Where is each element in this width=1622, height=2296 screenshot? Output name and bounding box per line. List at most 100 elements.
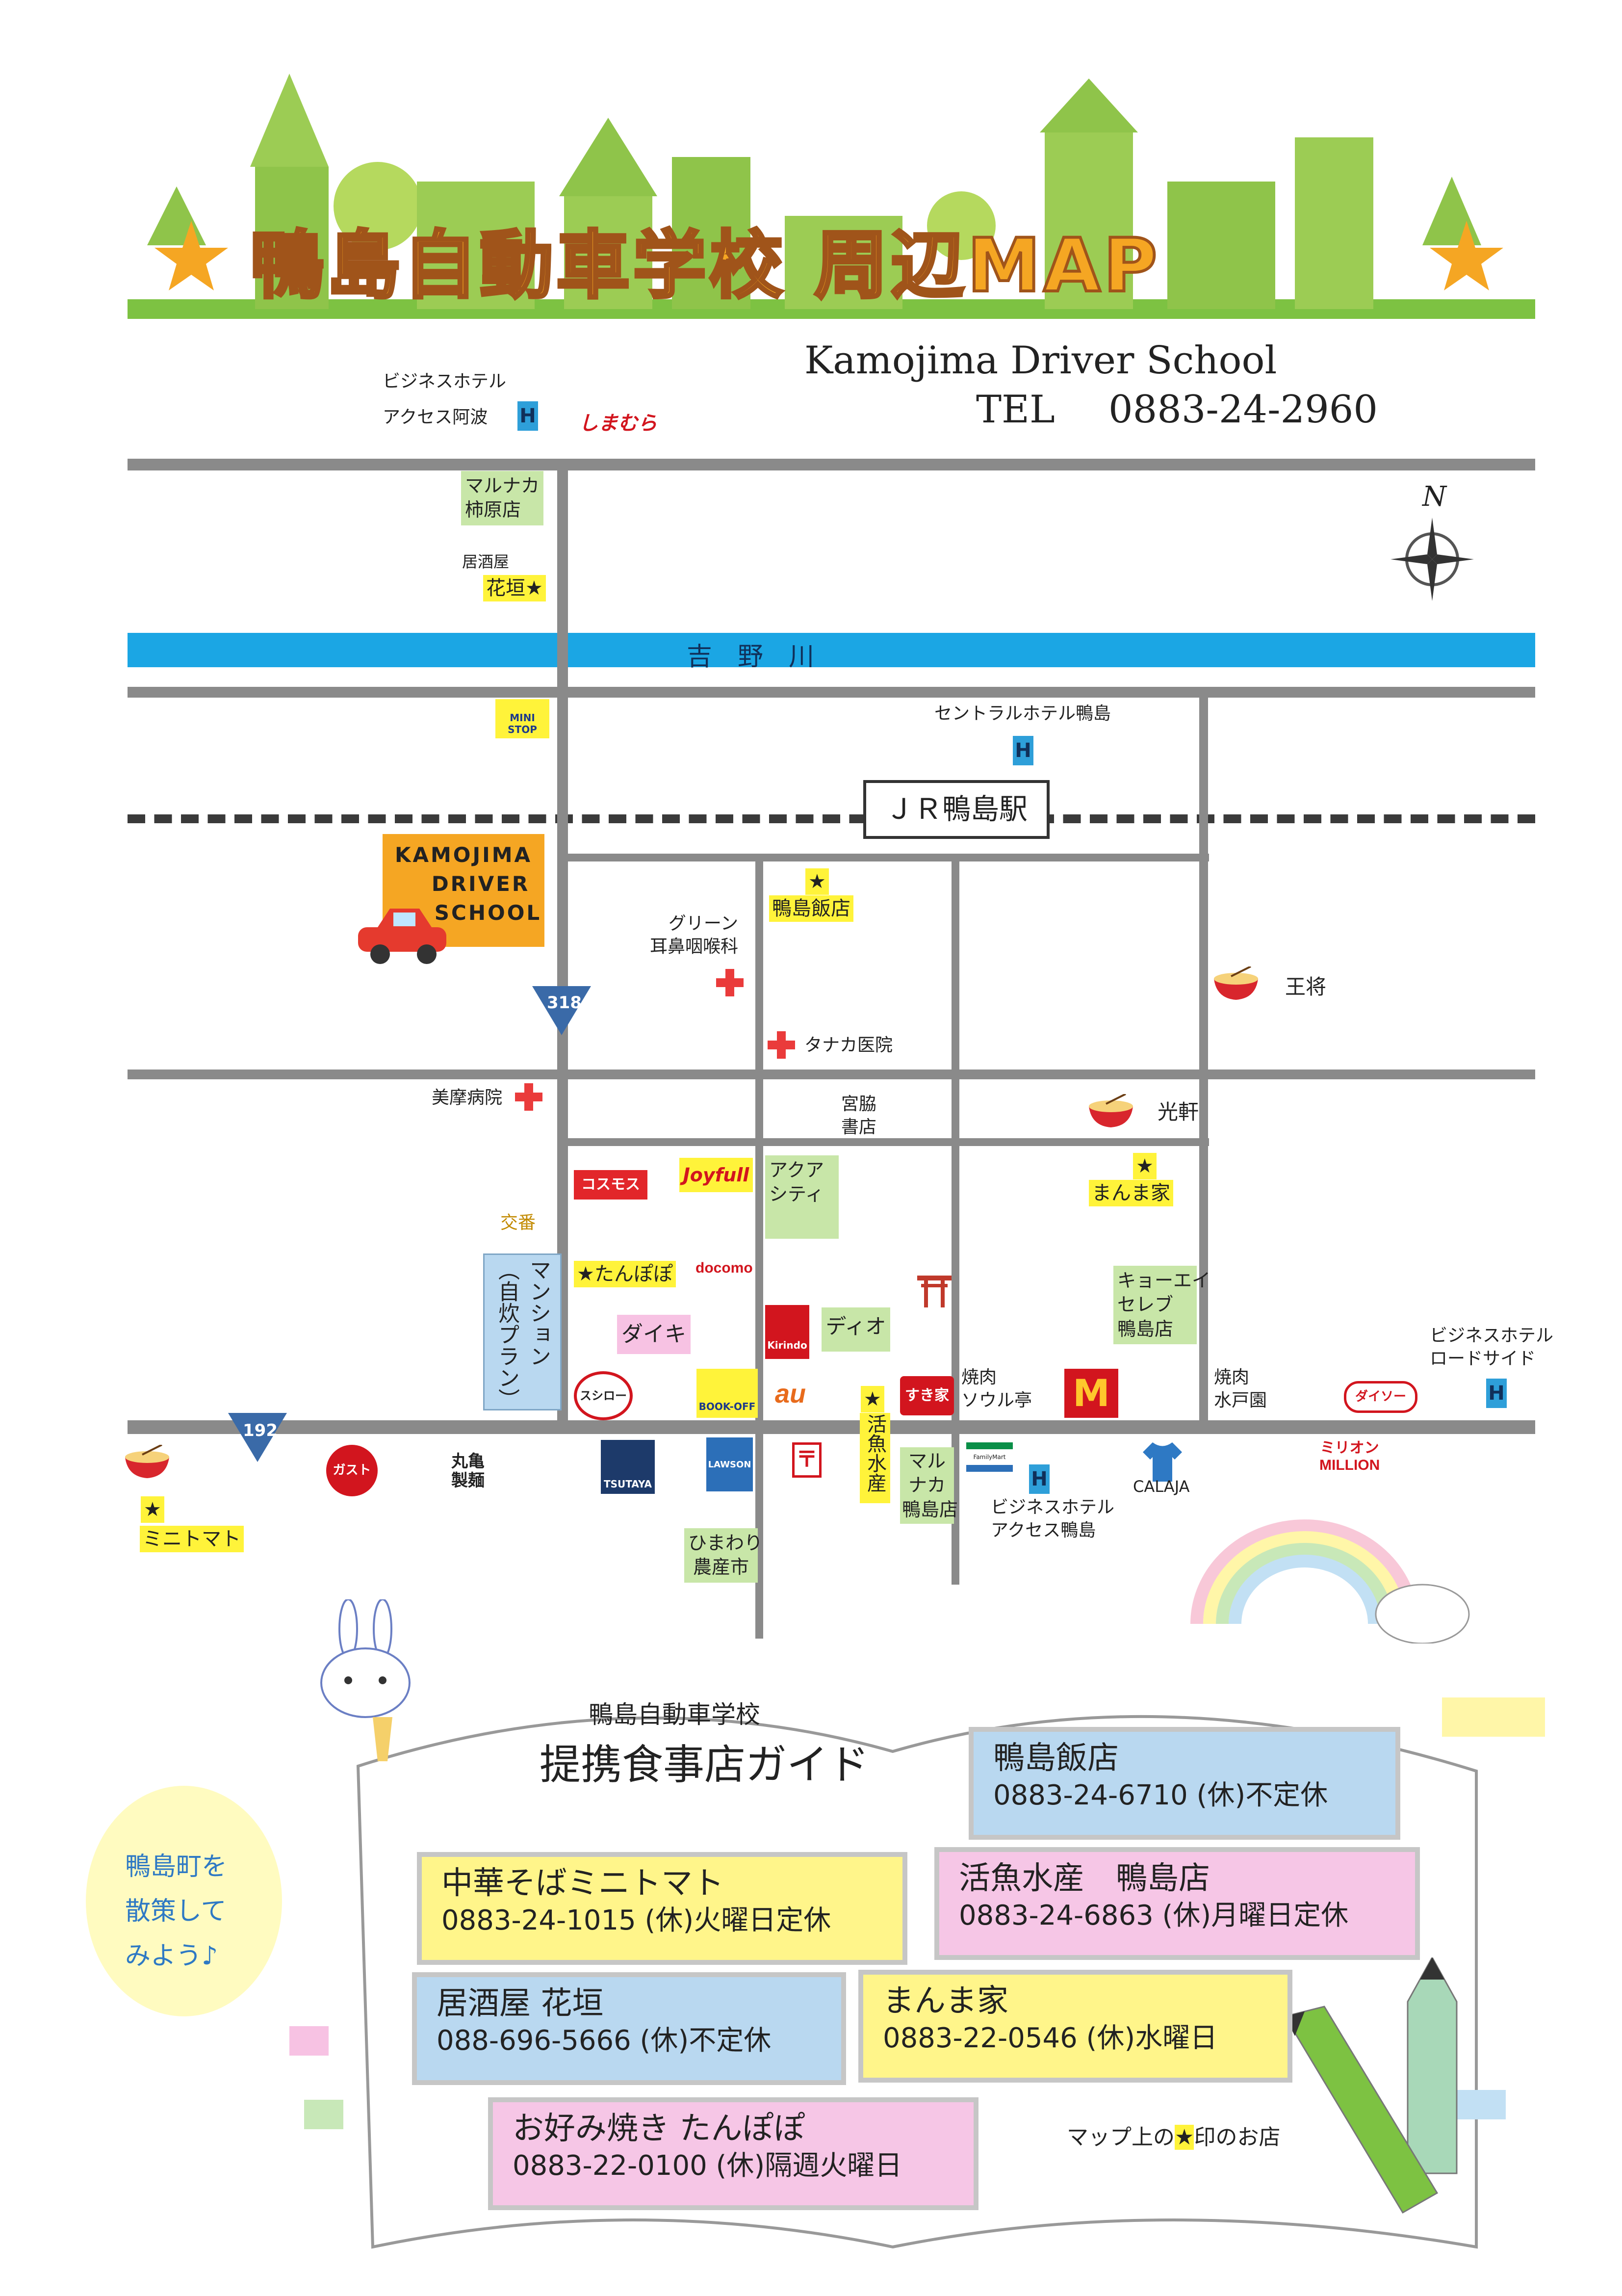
post-office-icon: 〒 <box>792 1442 822 1478</box>
rabbit-illustration <box>320 1599 411 1761</box>
marugame-logo: 丸亀 製麺 <box>451 1452 485 1490</box>
clinic-cross-icon <box>716 969 744 996</box>
joyfull-label: Joyfull <box>683 1164 749 1186</box>
clinic-cross-icon <box>768 1031 795 1059</box>
manmaya-star: ★ <box>1133 1153 1157 1179</box>
star-note-star: ★ <box>1175 2125 1194 2150</box>
route-shield-icon <box>532 986 591 1035</box>
shop-phone: 0883-24-6710 (休)不定休 <box>993 1779 1328 1811</box>
ministop-logo: MINI STOP <box>495 699 549 738</box>
shop-phone: 0883-22-0546 (休)水曜日 <box>883 2022 1218 2054</box>
walk-note-bubble: 鴨島町を 散策して みよう♪ <box>86 1786 282 2016</box>
cosmos-label: コスモス <box>581 1176 640 1193</box>
shop-card-manmaya[interactable]: まんま家 0883-22-0546 (休)水曜日 <box>858 1970 1292 2083</box>
familymart-label: FamilyMart <box>973 1454 1006 1461</box>
route-192-label: 192 <box>243 1421 278 1440</box>
gusto-logo: ガスト <box>326 1445 378 1496</box>
daiso-logo: ダイソー <box>1344 1381 1417 1413</box>
pencils-illustration <box>1285 1957 1458 2214</box>
hospital-cross-icon <box>515 1083 542 1111</box>
himawari-label: ひまわり 農産市 <box>684 1528 763 1583</box>
road-mid-horizontal <box>128 1070 1535 1079</box>
road-north-horizontal <box>128 459 1535 470</box>
sukiya-label: すき家 <box>905 1387 949 1404</box>
lawson-logo: LAWSON <box>706 1437 753 1491</box>
mcdonalds-logo: M <box>1064 1369 1118 1418</box>
mima-hospital-label: 美摩病院 <box>432 1088 503 1108</box>
mansion-box[interactable]: マンション （自炊プラン） <box>483 1253 562 1410</box>
familymart-logo: FamilyMart <box>966 1442 1013 1472</box>
road-192 <box>128 1420 1535 1434</box>
sushiro-label: スシロー <box>580 1389 627 1403</box>
suitoen-label: 焼肉 水戸園 <box>1214 1367 1267 1410</box>
hotel-icon: H <box>1013 736 1033 765</box>
guide-title: 提携食事店ガイド <box>540 1741 870 1789</box>
kamojima-hanten-label[interactable]: 鴨島飯店 <box>769 895 853 922</box>
minitomato-star: ★ <box>141 1496 164 1523</box>
miyawaki-label: 宮脇 書店 <box>841 1094 877 1137</box>
hotel-icon: H <box>517 401 538 431</box>
river-yoshino <box>128 633 1535 667</box>
katsuo-label[interactable]: 活魚水産 <box>860 1413 890 1503</box>
rainbow-illustration <box>1190 1519 1470 1644</box>
school-sign-line3: SCHOOL <box>434 901 542 925</box>
seoul-label: 焼肉 ソウル亭 <box>961 1367 1032 1410</box>
tel-number[interactable]: 0883-24-2960 <box>1108 388 1378 432</box>
bookoff-label: BOOK-OFF <box>698 1401 756 1412</box>
biz-hotel-awa-line1: ビジネスホテル <box>383 371 507 391</box>
sukiya-logo: すき家 <box>900 1376 954 1415</box>
bookoff-logo: BOOK-OFF <box>696 1369 758 1418</box>
manmaya-label[interactable]: まんま家 <box>1089 1180 1173 1206</box>
river-name: 吉 野 川 <box>687 642 815 672</box>
shop-card-hanagaki[interactable]: 居酒屋 花垣 088-696-5666 (休)不定休 <box>412 1972 846 2085</box>
star-note-prefix: マップ上の <box>1067 2125 1175 2150</box>
minitomato-label[interactable]: ミニトマト <box>140 1526 244 1552</box>
route-318-label: 318 <box>547 993 582 1013</box>
star-note-suffix: 印のお店 <box>1194 2125 1281 2150</box>
star-note: マップ上の★印のお店 <box>1067 2119 1280 2151</box>
shimamura-logo: しまむら <box>579 413 657 434</box>
izakaya-small-label: 居酒屋 <box>462 552 510 571</box>
osho-label: 王将 <box>1285 975 1327 999</box>
route-318-shield: 318 <box>532 986 591 1035</box>
hotel-icon: H <box>1486 1379 1507 1408</box>
shop-phone: 088-696-5666 (休)不定休 <box>437 2025 772 2057</box>
compass-n: N <box>1422 481 1446 513</box>
clothing-shop-icon <box>1143 1442 1182 1482</box>
jr-station-label: ＪＲ鴨島駅 <box>885 792 1028 826</box>
million-logo: ミリオン MILLION <box>1319 1440 1380 1473</box>
shop-name: 中華そばミニトマト <box>441 1865 724 1902</box>
guide-subtitle: 鴨島自動車学校 <box>589 1700 760 1729</box>
ramen-bowl-icon <box>1089 1094 1133 1127</box>
access-kamojima-label: ビジネスホテル アクセス鴨島 <box>991 1497 1115 1540</box>
compass-rose-icon <box>1390 518 1474 601</box>
kirindo-logo: Kirindo <box>765 1305 809 1359</box>
kamojima-hanten-star: ★ <box>805 868 829 895</box>
shop-card-kamojima-hanten[interactable]: 鴨島飯店 0883-24-6710 (休)不定休 <box>969 1727 1400 1840</box>
road-vertical-a <box>755 854 763 1639</box>
shop-phone: 0883-24-1015 (休)火曜日定休 <box>441 1905 831 1936</box>
school-sign[interactable]: KAMOJIMA DRIVER SCHOOL <box>383 834 544 947</box>
shop-name: 居酒屋 花垣 <box>437 1985 604 2022</box>
road-small-horizontal-1 <box>566 854 1209 861</box>
hanagaki-label[interactable]: 花垣★ <box>483 575 546 601</box>
tel-label: TEL <box>976 388 1055 432</box>
shop-card-minitomato[interactable]: 中華そばミニトマト 0883-24-1015 (休)火曜日定休 <box>417 1852 907 1965</box>
shop-phone: 0883-24-6863 (休)月曜日定休 <box>959 1900 1349 1931</box>
tsutaya-label: TSUTAYA <box>604 1478 652 1490</box>
mansion-label: マンション （自炊プラン） <box>494 1259 551 1410</box>
shop-card-tanpopo[interactable]: お好み焼き たんぽぽ 0883-22-0100 (休)隔週火曜日 <box>488 2097 978 2210</box>
town-silhouette-illustration <box>128 74 1535 319</box>
shop-card-katsuo[interactable]: 活魚水産 鴨島店 0883-24-6863 (休)月曜日定休 <box>934 1847 1420 1960</box>
joyfull-logo: Joyfull <box>679 1158 753 1192</box>
header-banner: 鴨島自動車学校 周辺MAP <box>128 59 1535 319</box>
calaja-label: CALAJA <box>1133 1477 1190 1496</box>
green-clinic-label: グリーン 耳鼻咽喉科 <box>650 913 739 957</box>
koken-label: 光軒 <box>1158 1100 1199 1124</box>
jr-station-box[interactable]: ＪＲ鴨島駅 <box>863 780 1050 839</box>
marunaka-kaibara-label: マルナカ 柿原店 <box>461 471 544 525</box>
katsuo-star: ★ <box>861 1386 884 1412</box>
tanpopo-label[interactable]: ★たんぽぽ <box>574 1261 676 1287</box>
road-vertical-c <box>1199 694 1208 1425</box>
kyoei-label: キョーエイ セレブ 鴨島店 <box>1113 1266 1210 1345</box>
